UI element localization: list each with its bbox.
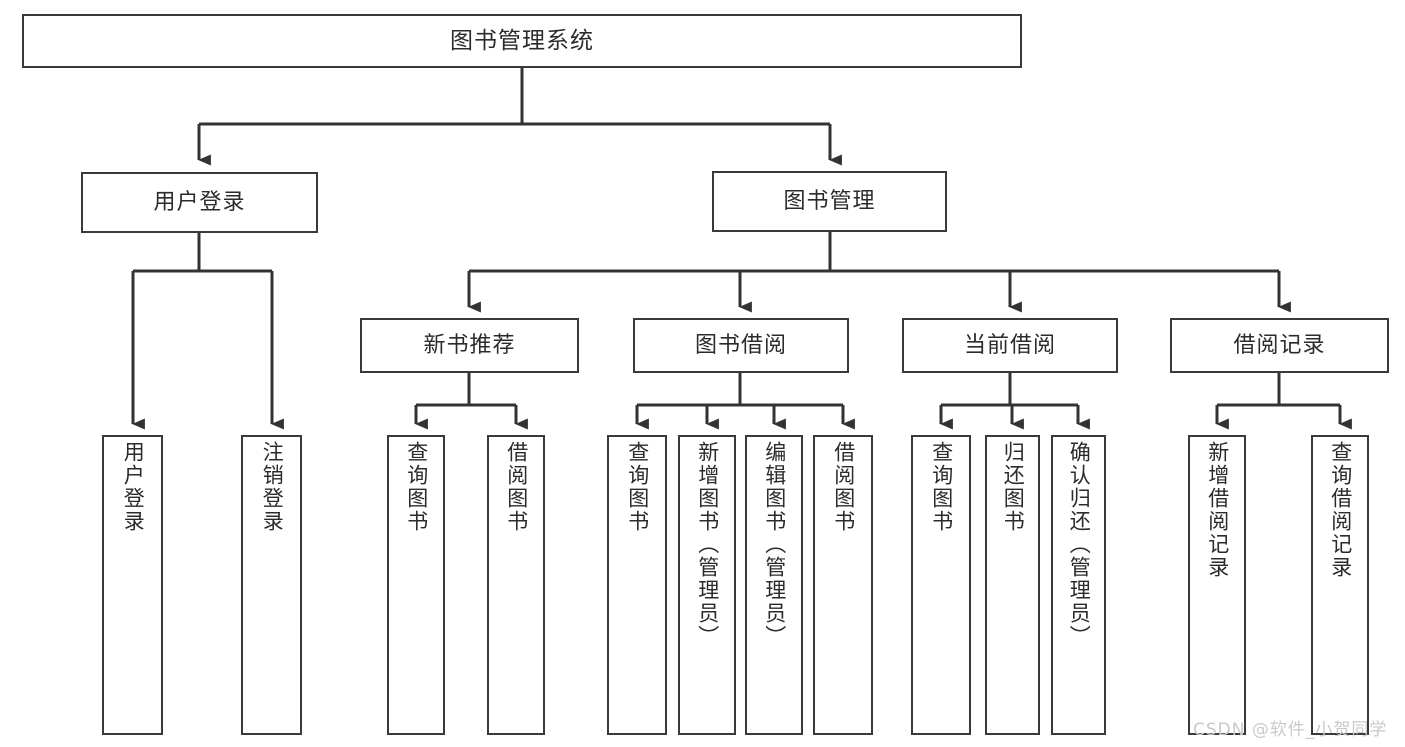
leaf-node-label: 用户登录: [121, 441, 146, 533]
leaf-node-label: 查询图书: [929, 441, 954, 533]
leaf-node[interactable]: 注销登录: [241, 435, 302, 735]
node-book-borrow-label: 图书借阅: [694, 332, 787, 358]
leaf-node[interactable]: 查询图书: [911, 435, 971, 735]
node-user-login[interactable]: 用户登录: [81, 172, 318, 233]
node-user-login-label: 用户登录: [153, 189, 246, 215]
leaf-node-label: 注销登录: [260, 441, 285, 533]
node-current-borrow-label: 当前借阅: [963, 332, 1056, 358]
leaf-node[interactable]: 查询图书: [607, 435, 667, 735]
node-borrow-record[interactable]: 借阅记录: [1170, 318, 1389, 373]
node-new-book-recommend-label: 新书推荐: [423, 332, 516, 358]
node-book-borrow[interactable]: 图书借阅: [633, 318, 849, 373]
leaf-node[interactable]: 编辑图书（管理员）: [745, 435, 803, 735]
leaf-node-label: 归还图书: [1001, 441, 1026, 533]
leaf-node[interactable]: 确认归还（管理员）: [1051, 435, 1106, 735]
node-book-management-label: 图书管理: [783, 188, 876, 214]
node-current-borrow[interactable]: 当前借阅: [902, 318, 1118, 373]
leaf-node[interactable]: 新增图书（管理员）: [678, 435, 736, 735]
leaf-node[interactable]: 借阅图书: [487, 435, 545, 735]
leaf-node-label: 新增图书（管理员）: [695, 441, 720, 648]
leaf-node[interactable]: 用户登录: [102, 435, 163, 735]
node-borrow-record-label: 借阅记录: [1233, 332, 1326, 358]
leaf-node-label: 确认归还（管理员）: [1067, 441, 1092, 648]
leaf-node-label: 查询图书: [404, 441, 429, 533]
node-book-management[interactable]: 图书管理: [712, 171, 947, 232]
leaf-node[interactable]: 查询图书: [387, 435, 445, 735]
leaf-node-label: 查询借阅记录: [1328, 441, 1353, 579]
leaf-node-label: 借阅图书: [831, 441, 856, 533]
leaf-node-label: 借阅图书: [504, 441, 529, 533]
leaf-node[interactable]: 查询借阅记录: [1311, 435, 1369, 735]
node-root[interactable]: 图书管理系统: [22, 14, 1022, 68]
leaf-node-label: 查询图书: [625, 441, 650, 533]
leaf-node-label: 新增借阅记录: [1205, 441, 1230, 579]
node-root-label: 图书管理系统: [450, 27, 594, 54]
leaf-node[interactable]: 新增借阅记录: [1188, 435, 1246, 735]
leaf-node-label: 编辑图书（管理员）: [762, 441, 787, 648]
node-new-book-recommend[interactable]: 新书推荐: [360, 318, 579, 373]
leaf-node[interactable]: 归还图书: [985, 435, 1040, 735]
leaf-node[interactable]: 借阅图书: [813, 435, 873, 735]
